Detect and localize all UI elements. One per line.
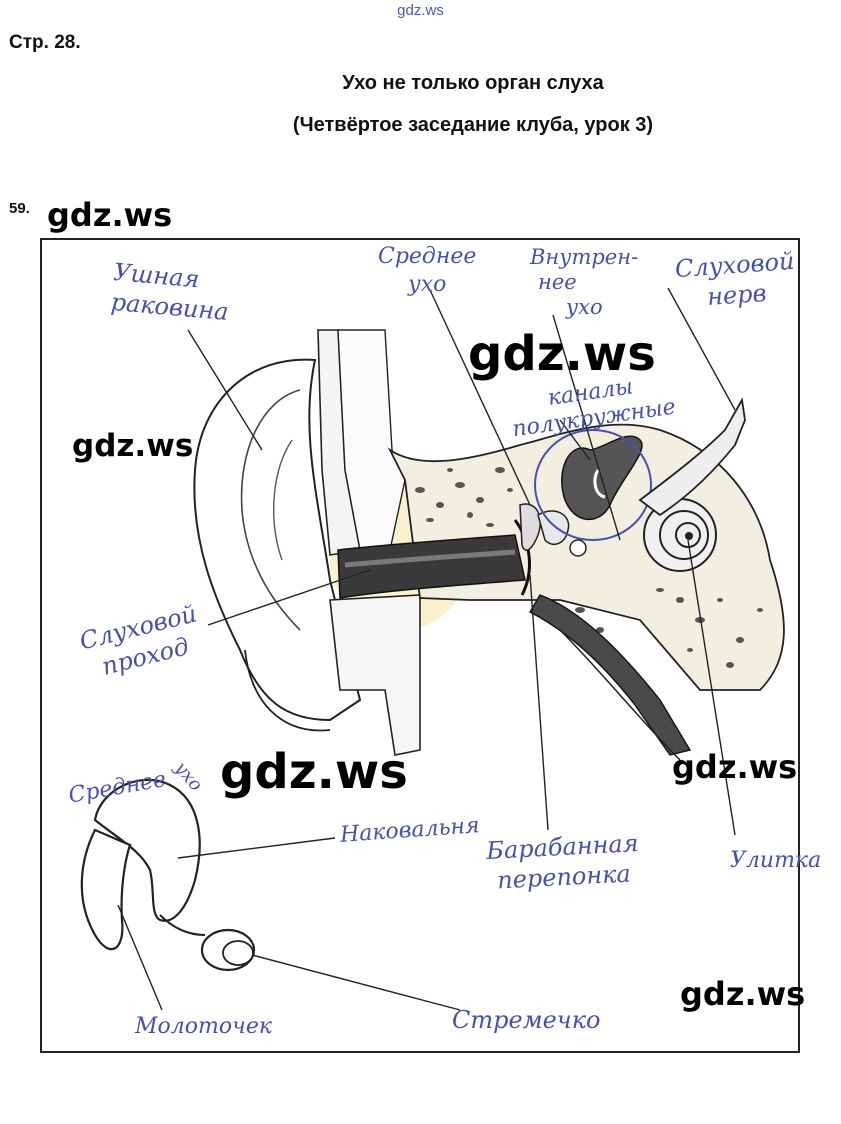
label-malleus: Молоточек [135,1014,272,1039]
ear-canal-highlight [344,549,516,568]
watermark: gdz.ws [468,326,656,382]
cochlea-mid [659,510,709,560]
watermark: gdz.ws [672,748,798,786]
auricle-fold-2 [273,439,293,561]
semicircular-loop [593,469,606,499]
label-middle-ear-line1: Среднее [378,244,477,269]
eardrum [513,519,531,596]
label-inner-ear-line1: Внутрен- [530,245,639,269]
auricle-inner-fold [240,389,301,631]
page-title: Ухо не только орган слуха [342,72,604,94]
page-subtitle: (Четвёртое заседание клуба, урок 3) [292,114,654,136]
tube-outline [559,629,681,761]
skin-layer [337,329,406,551]
watermark: gdz.ws [220,744,408,800]
earlobe [244,649,331,732]
auditory-nerve [638,397,746,517]
incus-process [159,914,206,936]
canals-highlight-circle [534,429,652,541]
label-middle-ear-line2: ухо [408,272,447,297]
task-number: 59. [9,200,30,217]
label-inner-ear-line3: ухо [566,295,603,319]
watermark: gdz.ws [680,975,806,1013]
label-cochlea: Улитка [730,848,822,873]
label-auricle: Ушная раковина [110,257,233,327]
label-middle-ear: Среднее ухо [378,243,476,299]
diagram-frame [40,238,800,1053]
watermark: gdz.ws [47,196,173,234]
page-reference: Стр. 28. [9,32,81,53]
leader-lines [117,287,736,1011]
incus-large [93,778,201,922]
stapes-footplate [222,940,254,966]
watermark: gdz.ws [72,428,194,464]
label-inner-ear-line2: нее [538,270,577,294]
cochlea-center [685,532,693,540]
lower-tissue [329,594,421,756]
ossicle-stapes-small [569,539,587,557]
bone-pores [415,467,763,668]
label-inner-ear: Внутрен- нее ухо [530,245,638,320]
label-auditory-nerve: Слуховой нерв [674,246,797,314]
ear-canal [337,534,526,599]
watermark-top: gdz.ws [397,2,444,19]
ossicle-malleus-small [519,503,541,551]
label-eardrum: Барабанная перепонка [486,828,641,896]
cochlea-inner [675,522,701,548]
ossicle-incus-small [537,510,570,546]
label-stapes: Стремечко [452,1006,601,1034]
malleus-large [80,828,132,951]
